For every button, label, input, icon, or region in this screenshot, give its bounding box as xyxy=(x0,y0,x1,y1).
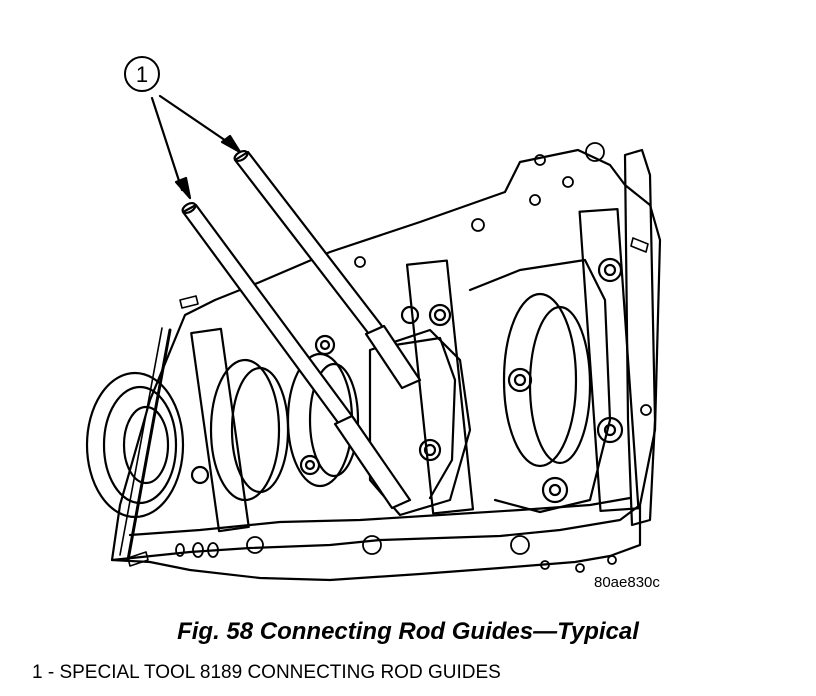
oil-pan-rail xyxy=(128,496,632,537)
end-plate xyxy=(623,148,657,527)
figure-caption: Fig. 58 Connecting Rod Guides—Typical xyxy=(177,618,639,645)
block-holes xyxy=(175,142,652,573)
svg-text:1: 1 xyxy=(136,62,148,87)
main-bearing-caps xyxy=(190,207,640,533)
crankshaft xyxy=(209,258,612,517)
legend-item-1: 1 - SPECIAL TOOL 8189 CONNECTING ROD GUI… xyxy=(32,662,501,683)
image-code: 80ae830c xyxy=(594,574,660,591)
connecting-rod-guide-left xyxy=(181,201,412,510)
block-lower-flange xyxy=(110,503,642,582)
callout-leaders xyxy=(150,94,242,200)
crank-pulley xyxy=(85,371,185,519)
callout-1: 1 xyxy=(124,56,160,92)
front-stud xyxy=(126,328,172,562)
engine-block-outline xyxy=(110,148,662,562)
dowel-pins xyxy=(127,237,649,567)
bolts xyxy=(190,257,624,504)
connecting-rod-guide-right xyxy=(233,149,422,390)
engine-illustration: 1 xyxy=(85,56,662,582)
